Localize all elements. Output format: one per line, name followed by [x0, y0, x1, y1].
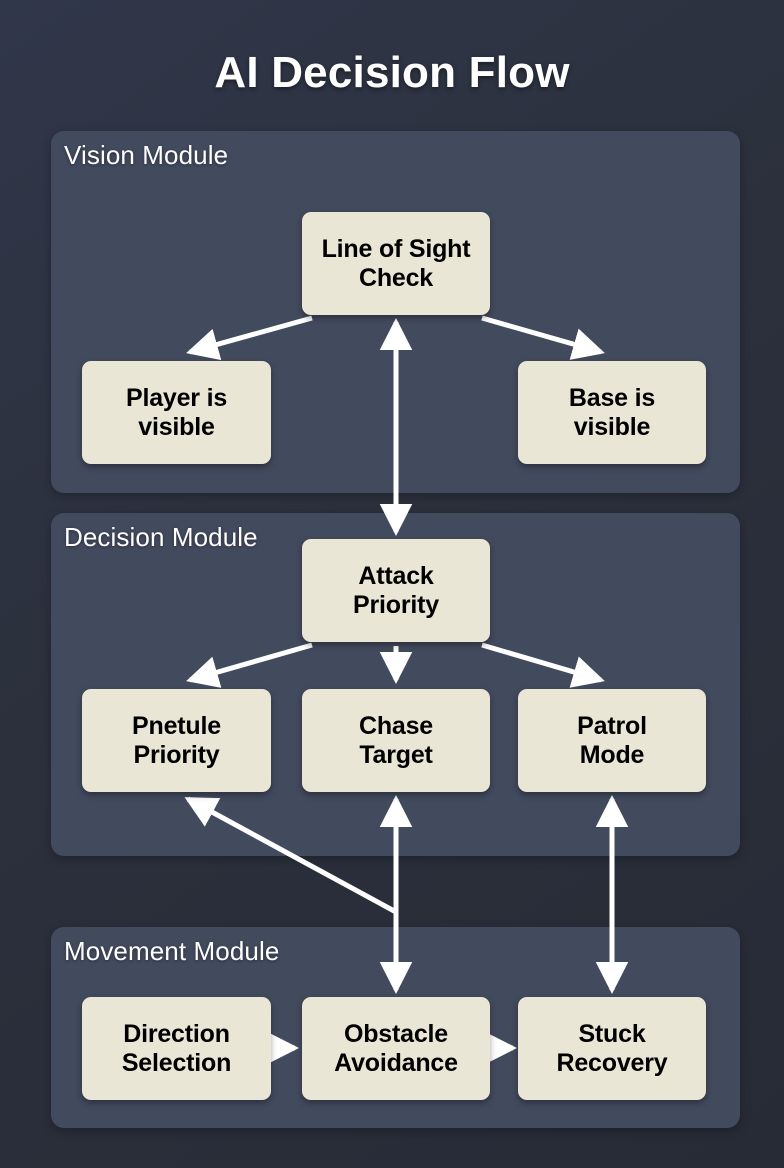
node-label: Direction Selection	[121, 1020, 232, 1077]
node-chase-target[interactable]: Chase Target	[302, 689, 490, 792]
node-label: Chase Target	[358, 712, 434, 769]
node-obstacle-avoidance[interactable]: Obstacle Avoidance	[302, 997, 490, 1100]
node-label: Stuck Recovery	[556, 1020, 668, 1077]
node-player-is-visible[interactable]: Player is visible	[82, 361, 271, 464]
module-label-decision: Decision Module	[64, 522, 258, 552]
node-stuck-recovery[interactable]: Stuck Recovery	[518, 997, 706, 1100]
node-label: Obstacle Avoidance	[334, 1020, 458, 1077]
node-line-of-sight-check[interactable]: Line of Sight Check	[302, 212, 490, 315]
module-label-movement: Movement Module	[64, 936, 280, 966]
node-label: Pnetule Priority	[132, 712, 221, 769]
node-label: Player is visible	[125, 384, 228, 441]
page-title: AI Decision Flow	[214, 48, 570, 97]
node-label: Patrol Mode	[577, 712, 647, 769]
node-label: Base is visible	[568, 384, 656, 441]
node-label: Attack Priority	[353, 562, 439, 619]
node-base-is-visible[interactable]: Base is visible	[518, 361, 706, 464]
node-pnetule-priority[interactable]: Pnetule Priority	[82, 689, 271, 792]
node-attack-priority[interactable]: Attack Priority	[302, 539, 490, 642]
node-label: Line of Sight Check	[321, 235, 471, 292]
node-direction-selection[interactable]: Direction Selection	[82, 997, 271, 1100]
module-label-vision: Vision Module	[64, 140, 229, 170]
node-patrol-mode[interactable]: Patrol Mode	[518, 689, 706, 792]
